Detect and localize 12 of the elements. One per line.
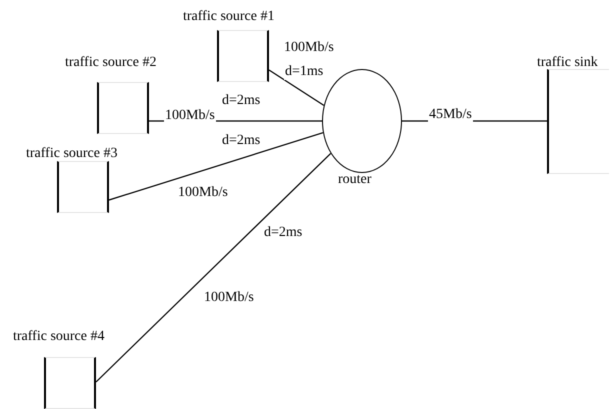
edge-label: 45Mb/s: [428, 107, 473, 123]
node-heading: traffic source #2: [65, 55, 156, 71]
node-heading: traffic source #1: [183, 9, 274, 25]
link-line: [268, 70, 324, 106]
node-label: router: [338, 172, 372, 188]
delay-label: d=1ms: [284, 64, 324, 80]
node-heading: traffic source #3: [26, 146, 118, 162]
link-line: [108, 132, 324, 201]
edge-label: 100Mb/s: [164, 108, 216, 124]
node-heading: traffic source #4: [13, 329, 104, 345]
link-line: [96, 152, 332, 382]
node-heading: traffic sink: [537, 55, 598, 71]
